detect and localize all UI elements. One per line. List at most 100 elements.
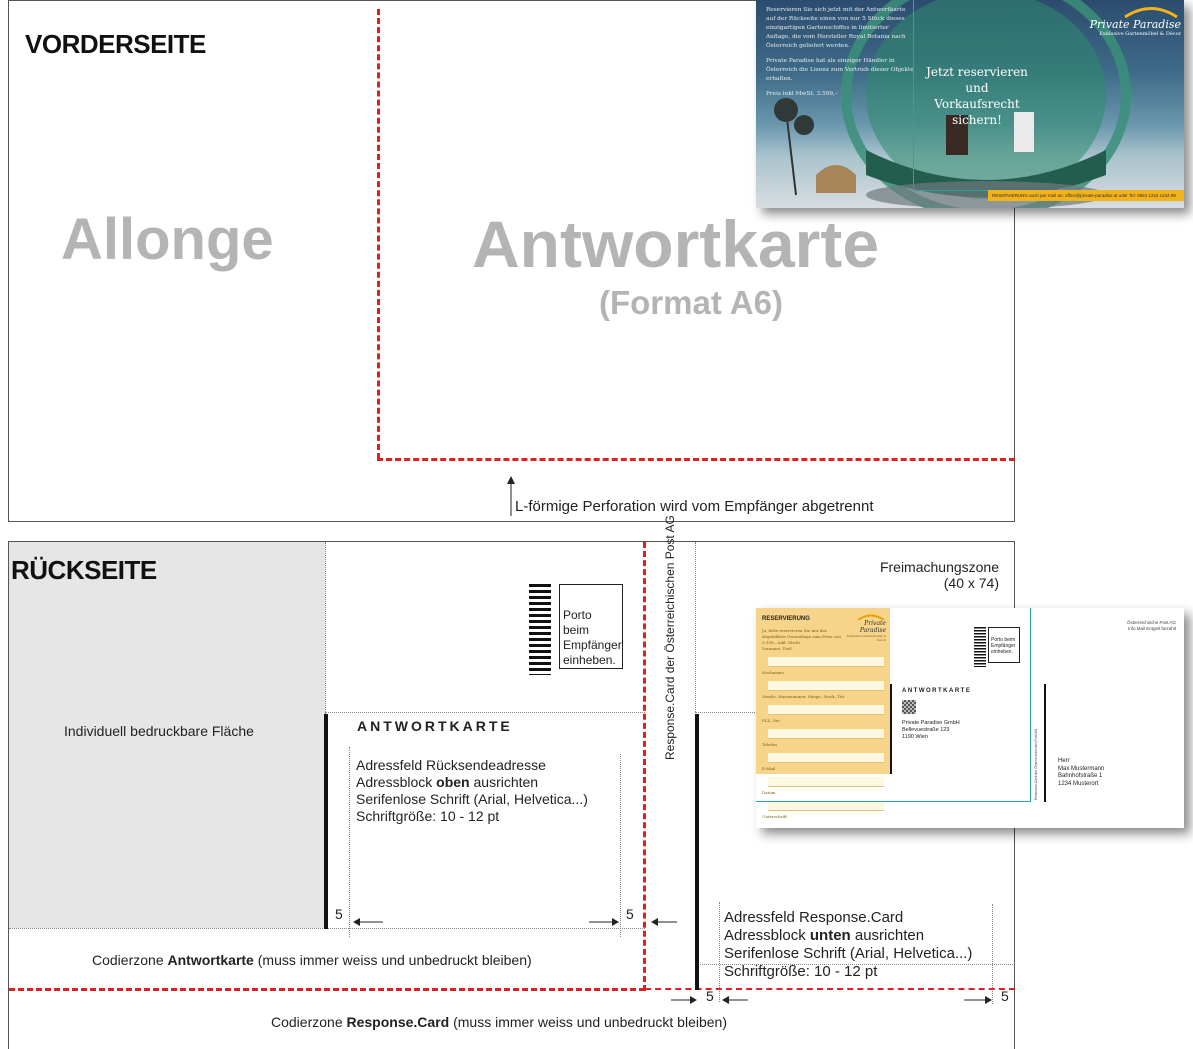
barcode-icon [529,584,551,675]
preview-brand: Private Paradise Exklusive Gartenmöbel &… [1081,6,1181,37]
coding-zone-antwortkarte: Codierzone Antwortkarte (muss immer weis… [92,952,532,968]
freimachung-title: Freimachungszone [879,559,999,575]
antwortkarte-label: Antwortkarte [472,207,880,281]
rc-font-note-line: Serifenlose Schrift (Arial, Helvetica...… [724,945,973,962]
font-size-line: Schriftgröße: 10 - 12 pt [356,808,500,824]
allonge-label: Allonge [61,207,274,272]
coding-rc-post: (muss immer weiss und unbedruckt bleiben… [449,1014,727,1030]
front-preview-card: Reservieren Sie sich jetzt mit der Antwo… [756,0,1184,208]
individual-print-area [9,542,325,928]
form-field-label: Vorname, Titel [762,646,792,651]
rc-perforation-horizontal [645,988,1015,990]
preview-paragraph-3: Preis inkl MwSt. 3.599,– [766,91,838,97]
preview-porto-box: Porto beim Empfänger einheben. [988,627,1020,663]
coding-ak-bold: Antwortkarte [167,952,254,968]
reservation-title: RESERVIERUNG [762,616,810,622]
rc-address-bar [695,714,699,990]
front-preview-text: Reservieren Sie sich jetzt mit der Antwo… [766,6,914,99]
individual-area-label: Individuell bedruckbare Fläche [64,723,254,739]
form-field: PLZ, Ort [756,718,890,739]
form-field: Straße, Hausnummer, Stiege, Stock, Tür [756,694,890,715]
preview-return-address: Private Paradise GmbH Bellevuestraße 123… [902,720,960,741]
guide-rc-left [695,542,696,712]
preview-paragraph-2: Private Paradise hat als einziger Händle… [766,58,914,82]
preview-teal-vline [1030,608,1031,802]
preview-teal-line [756,801,1030,802]
form-brand-name: Private Paradise [859,620,886,634]
post-info-line: Info.Mail Entgelt bezahlt [1127,626,1176,631]
form-brand: Private Paradise Exklusive Gartenmöbel &… [838,614,886,642]
form-field-label: E-Mail [762,766,776,771]
form-field: Unterschrift [756,814,890,819]
preview-return-bar [890,684,892,774]
preview-post-info: Österreichische Post AG Info.Mail Entgel… [1096,620,1176,632]
response-card-vertical-label: Response.Card der Österreichischen Post … [651,515,677,762]
form-field: Datum [756,790,890,811]
recipient-line: 1234 Musterort [1058,780,1099,787]
format-label: (Format A6) [599,284,783,321]
preview-brand-sub: Exklusive Gartenmöbel & Décor [1099,31,1181,37]
front-heading: VORDERSEITE [25,29,206,59]
arrow-left-icon [353,913,383,931]
perforation-note: L-förmige Perforation wird vom Empfänger… [515,498,874,515]
back-perforation-horizontal [9,988,645,991]
preview-antwortkarte-label: ANTWORTKARTE [902,688,972,694]
margin-left-5: 5 [335,906,343,922]
coding-ak-post: (muss immer weiss und unbedruckt bleiben… [253,952,532,968]
preview-cta: Jetzt reservieren und Vorkaufsrecht sich… [926,65,1028,127]
arrow-rc-bottom-left-icon [722,991,748,1009]
guide-rc-address-left [719,902,720,1002]
recipient-line: Herr [1058,758,1070,764]
preview-porto-text: Porto beim Empfänger einheben. [991,637,1016,655]
form-field: E-Mail [756,766,890,787]
coding-zone-response-card: Codierzone Response.Card (muss immer wei… [271,1014,727,1030]
preview-vertical-small: Response.Card der Österreichischen Post … [1032,708,1040,800]
address-field-line: Adressfeld Rücksendeadresse [356,757,546,773]
recipient-line: Bahnhofstraße 1 [1058,773,1103,779]
vertical-label-text: Response.Card der Österreichischen Post … [663,515,677,760]
reservation-intro: Ja, bitte reservieren Sie mir das abgebi… [762,628,841,645]
rc-font-size-line: Schriftgröße: 10 - 12 pt [724,963,878,980]
arrow-perf-left-icon [651,913,677,931]
preview-qr-icon [902,700,916,714]
rc-block-bold: unten [809,927,851,944]
brand-arc-icon [1124,7,1178,18]
form-field-label: Unterschrift [762,814,787,819]
form-field: Vorname, Titel [756,646,890,667]
font-note-line: Serifenlose Schrift (Arial, Helvetica...… [356,791,588,807]
margin-right-5: 5 [626,906,634,922]
rc-block-pre: Adressblock [724,927,810,944]
perforation-arrow-icon [506,476,516,516]
preview-footer-text: RESERVIERUNG auch per mail an: office@pr… [992,193,1176,198]
rc-address-notes: Adressfeld Response.Card Adressblock unt… [724,909,972,981]
return-address-line: Bellevuestraße 123 [902,727,950,733]
coding-rc-pre: Codierzone [271,1014,347,1030]
preview-vertical-small-text: Response.Card der Österreichischen Post … [1034,728,1038,800]
back-preview-card: RESERVIERUNG Ja, bitte reservieren Sie m… [756,608,1184,828]
form-brand-sub: Exklusive Gartenmöbel & Décor [847,634,886,642]
reservation-form: RESERVIERUNG Ja, bitte reservieren Sie m… [756,608,890,819]
address-block-line: Adressblock oben ausrichten [356,774,588,791]
porto-text: Porto beim Empfänger einheben. [563,608,622,667]
preview-paragraph-1: Reservieren Sie sich jetzt mit der Antwo… [766,7,906,49]
perforation-horizontal [377,458,1015,461]
arrow-rc-far-right-icon [964,991,992,1009]
form-field: Telefon [756,742,890,763]
address-block-bold: oben [436,774,470,790]
rc-block-post: ausrichten [850,927,925,944]
preview-footer-bar: RESERVIERUNG auch per mail an: office@pr… [988,190,1184,201]
return-address-notes: Adressfeld Rücksendeadresse Adressblock … [356,757,588,825]
preview-recipient-bar [1044,684,1046,802]
recipient-line: Max Mustermann [1058,765,1105,772]
porto-box: Porto beim Empfänger einheben. [559,584,623,669]
margin-rc-right-5: 5 [1001,988,1009,1004]
return-address-line: Private Paradise GmbH [902,720,960,726]
freimachung-size: (40 x 74) [943,575,999,591]
rc-address-block-line: Adressblock unten ausrichten [724,927,972,945]
address-block-post: ausrichten [469,774,539,790]
rc-address-field-line: Adressfeld Response.Card [724,909,904,926]
antwortkarte-heading: ANTWORTKARTE [357,718,513,734]
back-perforation-vertical [643,542,646,991]
form-field-label: PLZ, Ort [762,718,780,723]
arrow-right-icon [589,913,619,931]
